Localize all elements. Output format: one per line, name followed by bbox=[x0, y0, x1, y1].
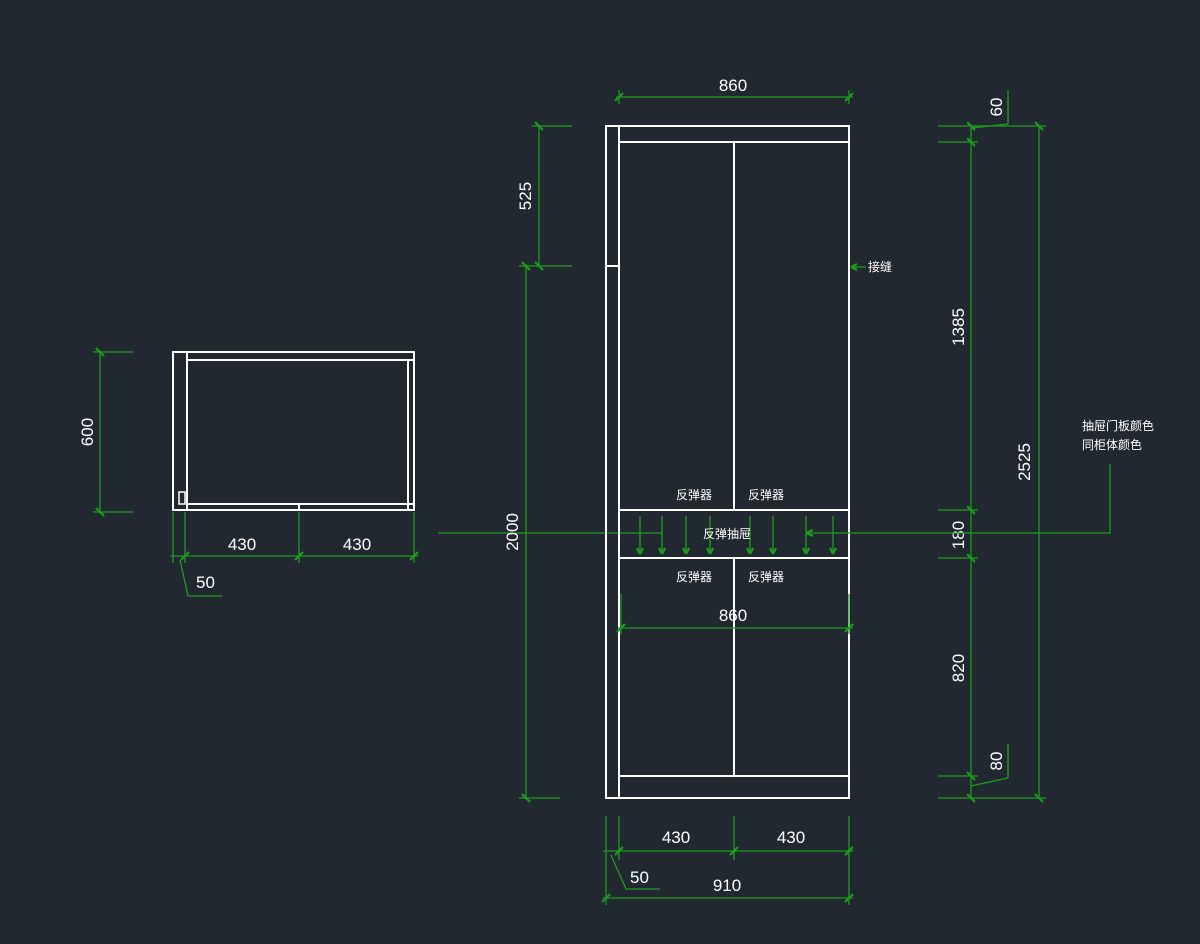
right-lower-label: 820 bbox=[949, 654, 968, 682]
note-leader: 抽屉门板颜色 同柜体颜色 bbox=[805, 418, 1154, 538]
lower-width-label: 860 bbox=[719, 606, 747, 625]
rebound-label-upper-left: 反弹器 bbox=[676, 488, 712, 502]
rebound-label-upper-right: 反弹器 bbox=[748, 488, 784, 502]
right-top-label: 60 bbox=[987, 98, 1006, 117]
cabinet-outer bbox=[605, 125, 850, 799]
right-bottom-label: 80 bbox=[987, 752, 1006, 771]
rebound-drawer-label: 反弹抽屉 bbox=[703, 527, 751, 541]
total-width-label: 910 bbox=[713, 876, 741, 895]
top-section-label: 525 bbox=[516, 182, 535, 210]
elevation-bottom-dimensions: 430 430 50 910 bbox=[601, 816, 854, 905]
plan-width-right-label: 430 bbox=[343, 535, 371, 554]
elevation-left-dimensions: 525 2000 bbox=[503, 121, 572, 803]
plan-width-left-label: 430 bbox=[228, 535, 256, 554]
lower-height-label: 2000 bbox=[503, 513, 522, 551]
bottom-side-label: 50 bbox=[630, 868, 649, 887]
cabinet-elevation bbox=[605, 125, 850, 799]
plan-corner-block bbox=[178, 491, 186, 505]
right-dimensions: 60 1385 180 820 80 2525 bbox=[938, 90, 1046, 803]
plan-depth-label: 600 bbox=[78, 418, 97, 446]
bottom-width-left-label: 430 bbox=[662, 828, 690, 847]
plan-side-label: 50 bbox=[196, 573, 215, 592]
plan-outer bbox=[172, 351, 415, 511]
drawer-arrows bbox=[636, 516, 837, 555]
top-width-label: 860 bbox=[719, 76, 747, 95]
rebound-label-lower-right: 反弹器 bbox=[748, 570, 784, 584]
note-line-1: 抽屉门板颜色 bbox=[1082, 418, 1154, 433]
seam-label: 接缝 bbox=[868, 259, 892, 274]
note-line-2: 同柜体颜色 bbox=[1082, 437, 1142, 452]
plan-view bbox=[172, 351, 415, 511]
elevation-top-dimension: 860 bbox=[614, 76, 854, 104]
bottom-width-right-label: 430 bbox=[777, 828, 805, 847]
elevation-lower-dimension: 860 bbox=[616, 594, 854, 634]
elevation-labels: 反弹器 反弹器 反弹抽屉 反弹器 反弹器 接缝 bbox=[676, 259, 892, 584]
plan-dimensions: 600 430 430 50 bbox=[78, 347, 662, 597]
right-upper-label: 1385 bbox=[949, 308, 968, 346]
right-drawer-label: 180 bbox=[949, 521, 968, 549]
right-total-label: 2525 bbox=[1015, 443, 1034, 481]
rebound-label-lower-left: 反弹器 bbox=[676, 570, 712, 584]
